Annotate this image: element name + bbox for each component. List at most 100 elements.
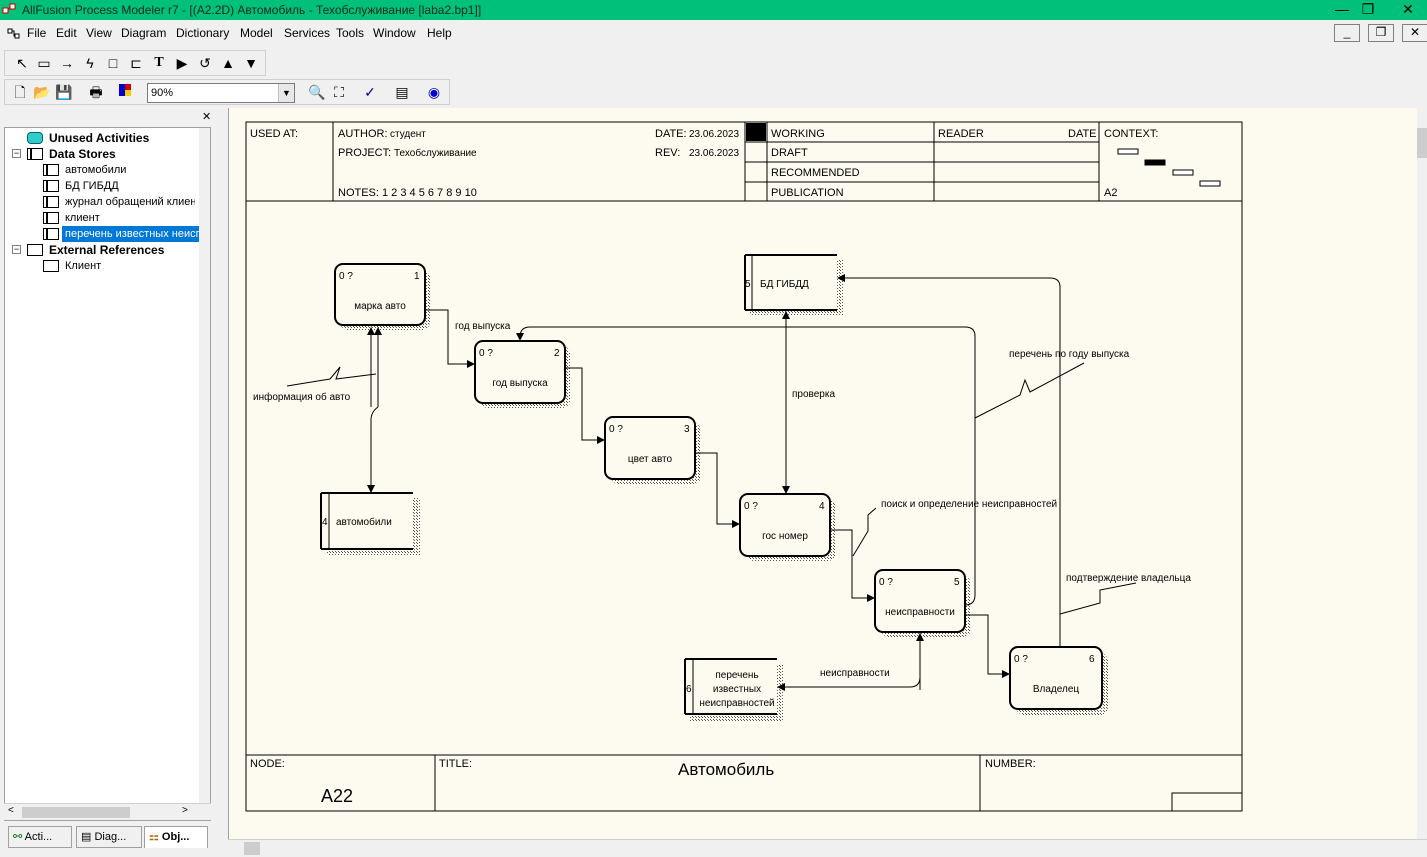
spell-check-icon[interactable]: ✓ bbox=[364, 84, 376, 100]
arrow bbox=[965, 614, 1010, 678]
tree-item-store[interactable]: клиент bbox=[5, 210, 195, 226]
scroll-thumb[interactable] bbox=[1417, 128, 1427, 158]
arrow bbox=[367, 406, 379, 493]
menu-edit[interactable]: Edit bbox=[56, 26, 77, 40]
chevron-down-icon[interactable]: ▼ bbox=[278, 84, 294, 102]
tree-item-data-stores[interactable]: − Data Stores bbox=[12, 147, 116, 161]
pointer-tool-icon[interactable]: ↖ bbox=[16, 55, 28, 71]
menu-tools[interactable]: Tools bbox=[336, 26, 365, 40]
data-store[interactable]: 5 БД ГИБДД bbox=[744, 254, 837, 311]
used-at-label: USED AT: bbox=[250, 128, 298, 140]
mdi-restore-button[interactable]: ❐ bbox=[1368, 24, 1394, 42]
status-recommended: RECOMMENDED bbox=[771, 167, 860, 179]
menu-file[interactable]: File bbox=[27, 26, 47, 40]
tree-item-store[interactable]: журнал обращений клиентов bbox=[5, 194, 195, 210]
data-store-icon bbox=[43, 164, 59, 176]
tab-objects[interactable]: ⚏ Obj... bbox=[144, 826, 208, 848]
up-icon[interactable]: ▲ bbox=[221, 55, 235, 71]
menu-view[interactable]: View bbox=[86, 26, 112, 40]
activity-box[interactable]: 0 ? 2 год выпуска bbox=[474, 340, 566, 404]
open-icon[interactable]: 📂 bbox=[33, 84, 51, 100]
arrow-label: год выпуска bbox=[455, 321, 511, 332]
squiggle-tool-icon[interactable]: ϟ bbox=[86, 55, 94, 71]
text-tool-icon[interactable]: T bbox=[154, 55, 164, 70]
mdi-minimize-button[interactable]: _ bbox=[1334, 24, 1360, 42]
menu-window[interactable]: Window bbox=[373, 26, 416, 40]
app-icon bbox=[2, 3, 16, 14]
working-indicator bbox=[746, 123, 766, 141]
activity-box[interactable]: 0 ? 4 гос номер bbox=[739, 493, 831, 557]
standard-toolbar: 🗋 📂 💾 🖶 90% ▼ 🔍 ⛶ ✓ ▤ ◉ bbox=[4, 79, 450, 105]
tab-diagrams[interactable]: ▤ Diag... bbox=[76, 826, 142, 848]
arrow-label: проверка bbox=[792, 389, 835, 400]
scroll-thumb[interactable] bbox=[22, 807, 130, 818]
expander-icon[interactable]: − bbox=[12, 244, 21, 254]
arrow bbox=[425, 309, 475, 368]
arrow-label: подтверждение владельца bbox=[1066, 573, 1191, 584]
canvas-hscroll[interactable] bbox=[228, 839, 1427, 857]
expander-icon[interactable]: − bbox=[12, 148, 21, 158]
svg-text:4: 4 bbox=[819, 501, 825, 512]
close-button[interactable]: ✕ bbox=[1402, 1, 1414, 17]
tree-item-unused-activities[interactable]: Unused Activities bbox=[5, 130, 195, 146]
context-label: CONTEXT: bbox=[1104, 128, 1158, 140]
activities-icon bbox=[27, 132, 43, 144]
print-icon[interactable]: 🖶 bbox=[89, 84, 103, 100]
scroll-thumb[interactable] bbox=[244, 842, 260, 855]
svg-text:0 ?: 0 ? bbox=[744, 501, 758, 512]
scroll-right-icon[interactable]: > bbox=[182, 805, 188, 816]
menu-services[interactable]: Services bbox=[284, 26, 331, 40]
data-store-tool-icon[interactable]: □ bbox=[108, 55, 118, 71]
arrow-tool-icon[interactable]: → bbox=[60, 55, 74, 71]
minimize-button[interactable]: — bbox=[1335, 1, 1349, 17]
svg-text:гос номер: гос номер bbox=[762, 531, 808, 542]
menu-help[interactable]: Help bbox=[427, 26, 452, 40]
zoom-in-icon[interactable]: 🔍 bbox=[308, 84, 326, 100]
globe-icon[interactable]: ◉ bbox=[427, 84, 441, 100]
tree-item-store[interactable]: автомобили bbox=[5, 162, 195, 178]
data-store[interactable]: 4 автомобили bbox=[320, 492, 413, 550]
svg-text:0 ?: 0 ? bbox=[1014, 654, 1028, 665]
menu-model[interactable]: Model bbox=[240, 26, 273, 40]
svg-text:0 ?: 0 ? bbox=[339, 271, 353, 282]
tree-item-external[interactable]: Клиент bbox=[5, 258, 195, 274]
save-icon[interactable]: 💾 bbox=[55, 84, 73, 100]
svg-text:неисправности: неисправности bbox=[885, 607, 955, 618]
rev-label: REV: bbox=[655, 147, 680, 159]
activity-box-tool-icon[interactable]: ▭ bbox=[37, 55, 51, 71]
zoom-fit-icon[interactable]: ⛶ bbox=[334, 84, 344, 100]
go-to-parent-icon[interactable]: ↺ bbox=[199, 55, 211, 71]
tree-item-store-selected[interactable]: перечень известных неисправностей bbox=[5, 226, 210, 242]
canvas-vscroll[interactable] bbox=[1417, 108, 1427, 839]
tree-hscroll[interactable]: < > bbox=[4, 803, 211, 820]
data-store-icon bbox=[43, 196, 59, 208]
go-to-child-icon[interactable]: ▶ bbox=[176, 55, 188, 71]
tab-activities[interactable]: ⚯ Acti... bbox=[8, 826, 72, 848]
mdi-close-button[interactable]: ✕ bbox=[1402, 24, 1427, 42]
activity-box[interactable]: 0 ? 3 цвет авто bbox=[604, 416, 696, 480]
activity-box[interactable]: 0 ? 6 Владелец bbox=[1009, 646, 1103, 710]
restore-button[interactable]: ❐ bbox=[1361, 1, 1375, 17]
svg-text:0 ?: 0 ? bbox=[479, 348, 493, 359]
activities-tab-icon: ⚯ bbox=[13, 831, 25, 843]
svg-text:2: 2 bbox=[554, 348, 560, 359]
menu-dictionary[interactable]: Dictionary bbox=[176, 26, 230, 40]
arrow bbox=[516, 326, 976, 606]
external-ref-tool-icon[interactable]: ⊏ bbox=[130, 55, 142, 71]
panel-close-icon[interactable]: ✕ bbox=[202, 111, 212, 123]
new-icon[interactable]: 🗋 bbox=[14, 84, 26, 100]
tree-item-external-references[interactable]: − External References bbox=[12, 243, 165, 257]
activity-box[interactable]: 0 ? 1 марка авто bbox=[334, 263, 426, 326]
menu-diagram[interactable]: Diagram bbox=[121, 26, 167, 40]
zoom-select[interactable]: 90% ▼ bbox=[147, 83, 295, 103]
objects-tab-icon: ⚏ bbox=[149, 831, 162, 843]
color-icon[interactable] bbox=[115, 82, 137, 104]
model-explorer-icon[interactable]: ▤ bbox=[395, 84, 409, 100]
data-store[interactable]: 6 перечень известных неисправностей bbox=[684, 658, 777, 715]
tree-vscroll[interactable] bbox=[199, 128, 210, 803]
down-icon[interactable]: ▼ bbox=[244, 55, 258, 71]
activity-box[interactable]: 0 ? 5 неисправности bbox=[874, 569, 966, 633]
scroll-left-icon[interactable]: < bbox=[8, 805, 14, 816]
tree-item-store[interactable]: БД ГИБДД bbox=[5, 178, 195, 194]
number-label: NUMBER: bbox=[985, 758, 1036, 770]
